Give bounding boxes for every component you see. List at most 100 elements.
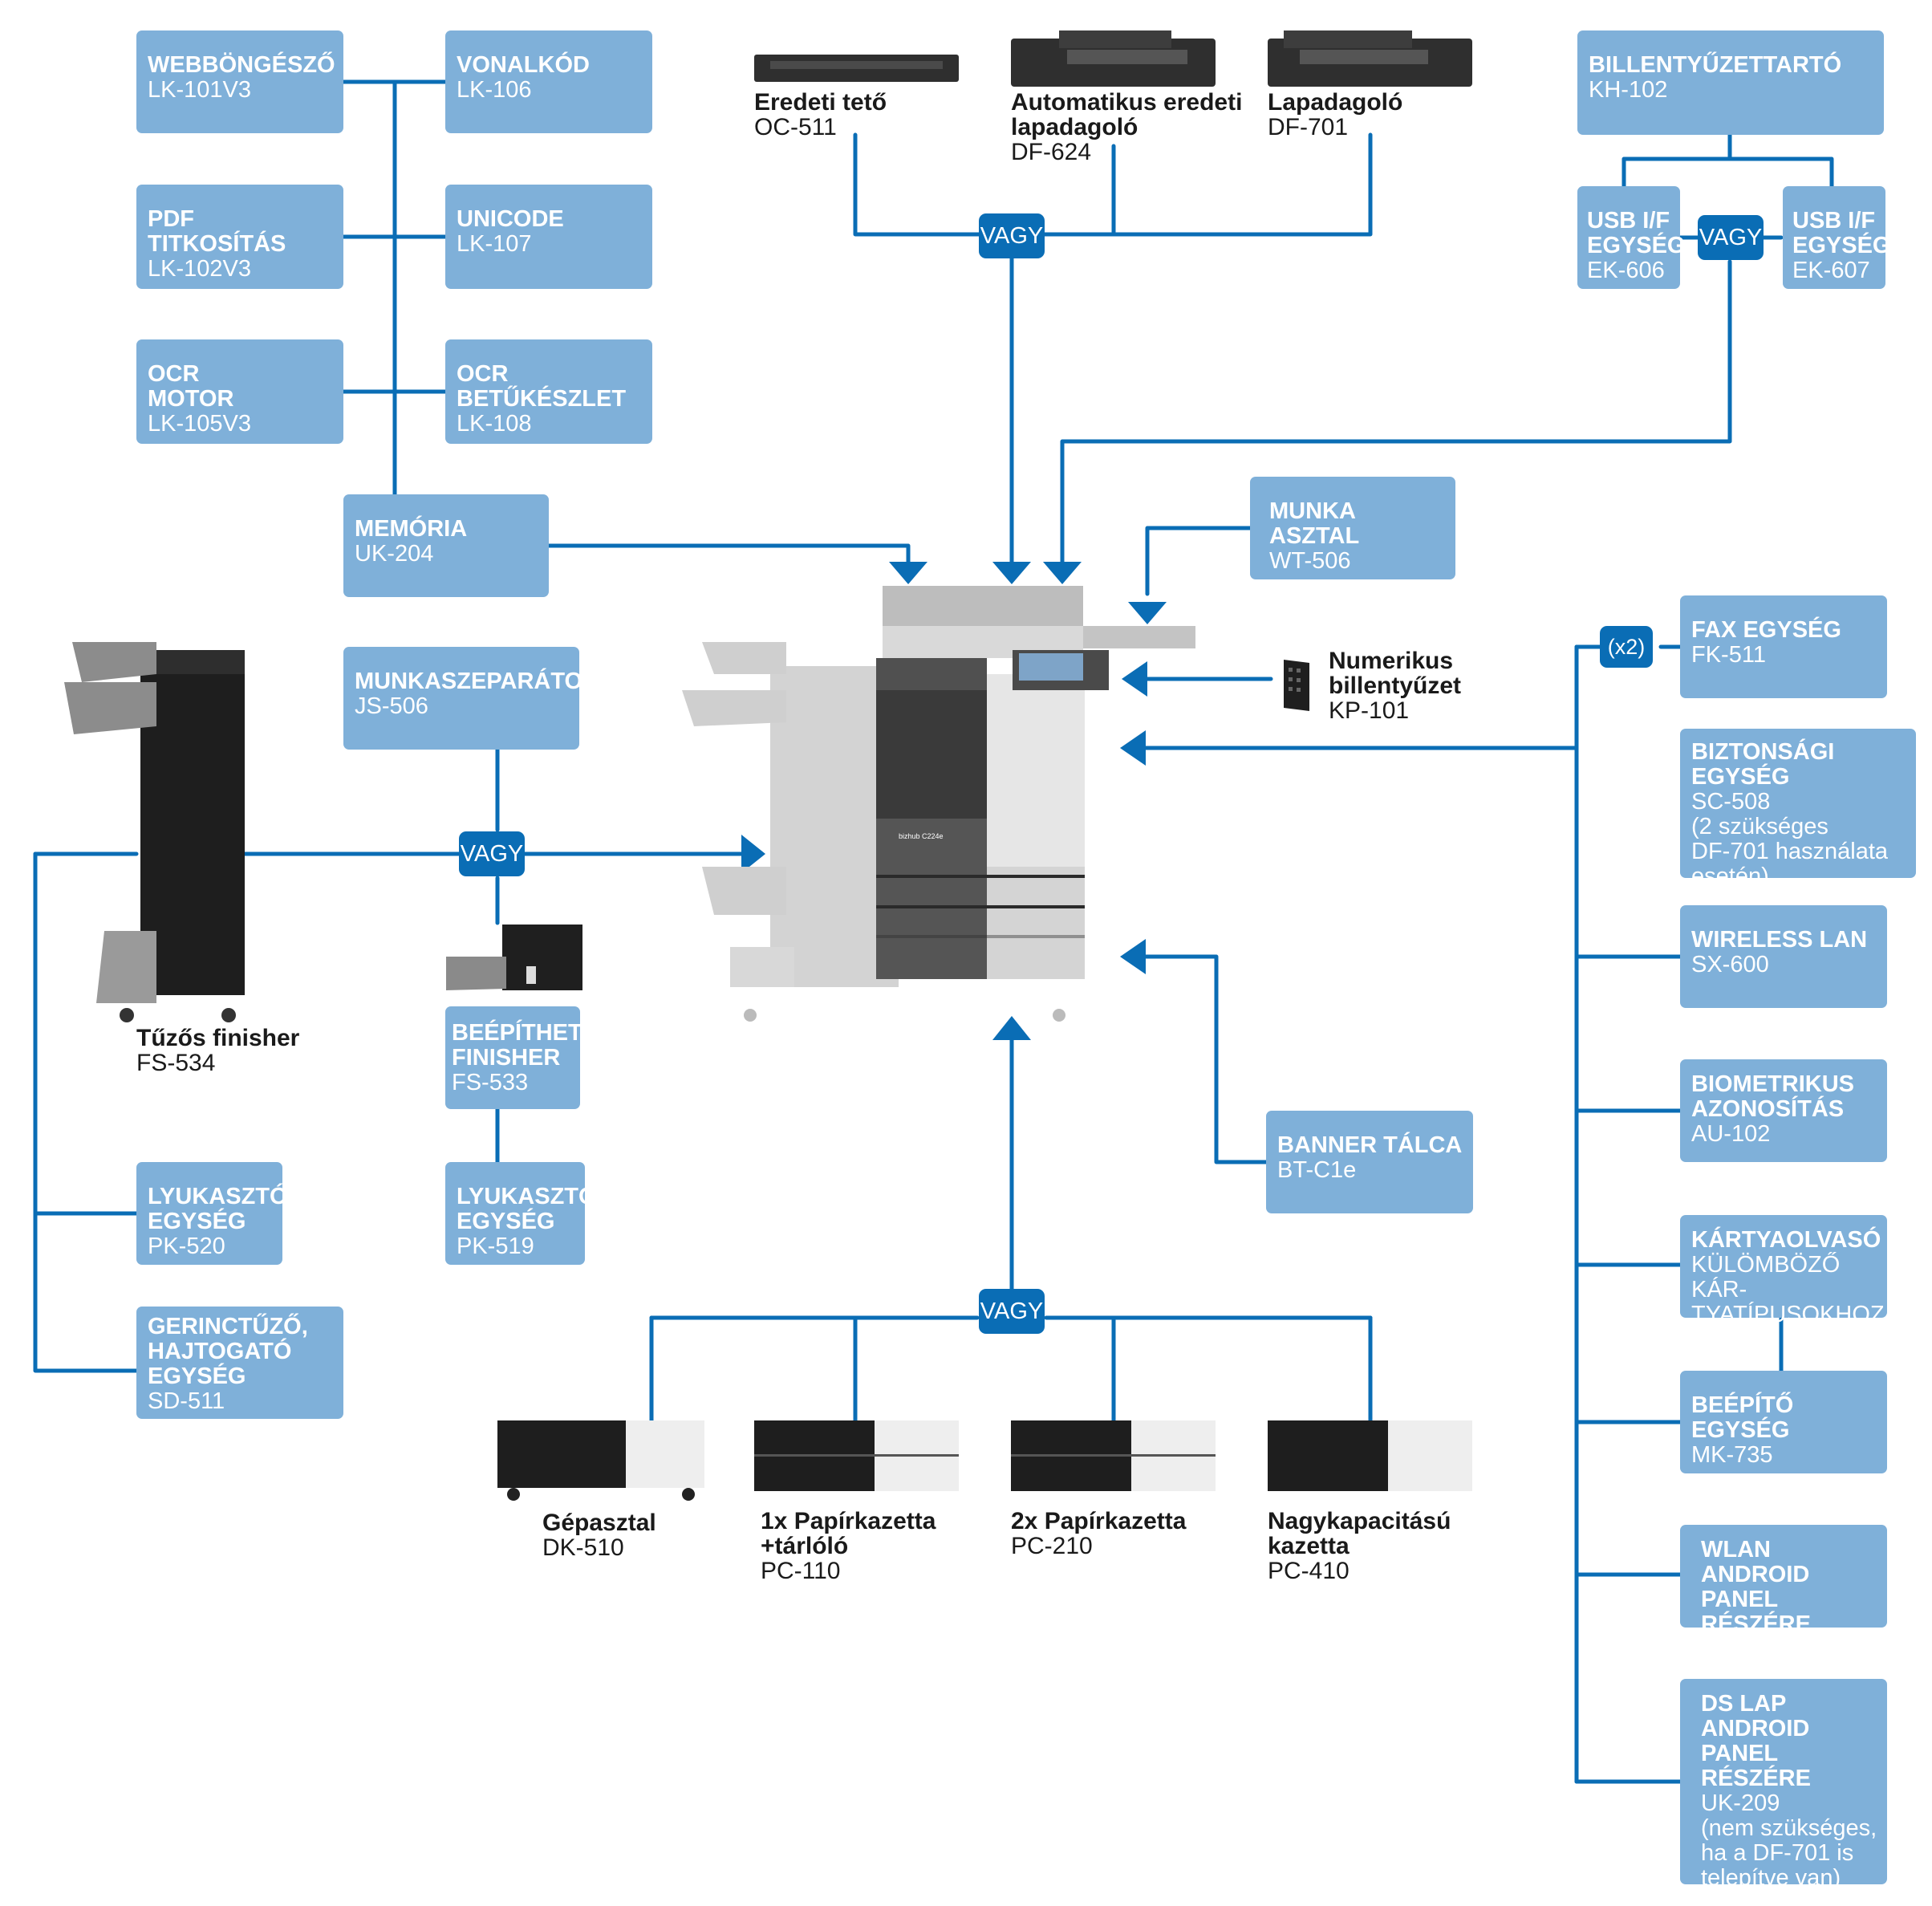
option-title: DS LAP ANDROID PANEL RÉSZÉRE	[1701, 1691, 1811, 1791]
arrow-memory	[889, 562, 927, 584]
label-original-cover: Eredeti tető OC-511	[754, 90, 887, 140]
option-code: FS-533	[452, 1070, 529, 1095]
label-title: Nagykapacitású kazetta	[1268, 1508, 1451, 1559]
label-title: Numerikus billentyűzet	[1329, 648, 1462, 699]
option-title: BEÉPÍTŐ EGYSÉG	[1691, 1392, 1794, 1443]
original-cover-image	[754, 55, 959, 82]
label-code: PC-110	[761, 1558, 841, 1584]
option-title: BANNER TÁLCA	[1277, 1132, 1463, 1158]
cassette-pc410-image	[1268, 1420, 1472, 1491]
option-wlan-android: WLAN ANDROID PANEL RÉSZÉRE UK-208	[1680, 1525, 1887, 1662]
arrow-right-options	[1120, 730, 1146, 766]
option-ocr-font: OCR BETŰKÉSZLET LK-108	[445, 339, 652, 444]
option-code: LK-105V3	[148, 411, 251, 437]
option-code: LK-106	[457, 77, 532, 103]
label-title: Tűzős finisher	[136, 1025, 300, 1051]
inner-finisher-fs533-image	[446, 925, 582, 990]
option-barcode: VONALKÓD LK-106	[445, 30, 652, 133]
option-code: UK-208	[1701, 1636, 1780, 1662]
option-code: LK-108	[457, 411, 532, 437]
line-banner	[1135, 954, 1268, 1164]
option-code: KÜLÖMBÖZŐ KÁR- TYATÍPUSOKHOZ	[1691, 1252, 1885, 1327]
option-code: LK-107	[457, 231, 532, 257]
option-code: WT-506	[1269, 548, 1351, 574]
label-title: Gépasztal	[542, 1510, 656, 1536]
or-badge-finisher: VAGY	[459, 831, 525, 876]
cassette-pc210-image	[1011, 1420, 1216, 1491]
or-badge-usb: VAGY	[1698, 215, 1764, 260]
option-code: UK-204	[355, 541, 434, 567]
label-code: DK-510	[542, 1534, 624, 1561]
option-title: BIOMETRIKUS AZONOSÍTÁS	[1691, 1071, 1854, 1122]
option-code: EK-606	[1587, 258, 1665, 283]
option-biometric: BIOMETRIKUS AZONOSÍTÁS AU-102	[1680, 1059, 1887, 1162]
label-staple-finisher: Tűzős finisher FS-534	[136, 1026, 299, 1075]
arrow-kp101	[1122, 661, 1147, 697]
label-code: KP-101	[1329, 697, 1410, 724]
option-fax: FAX EGYSÉG FK-511	[1680, 595, 1887, 698]
x2-badge-fax: (x2)	[1600, 626, 1653, 668]
option-code: BT-C1e	[1277, 1157, 1357, 1183]
option-ds-lap: DS LAP ANDROID PANEL RÉSZÉRE UK-209 (nem…	[1680, 1679, 1887, 1891]
option-title: WLAN ANDROID PANEL RÉSZÉRE	[1701, 1537, 1811, 1637]
option-title: WIRELESS LAN	[1691, 927, 1868, 953]
option-mount-kit: BEÉPÍTŐ EGYSÉG MK-735	[1680, 1371, 1887, 1473]
option-code: AU-102	[1691, 1121, 1771, 1147]
option-ocr-engine: OCR MOTOR LK-105V3	[136, 339, 343, 444]
option-inner-finisher: BEÉPÍTHETŐ FINISHER FS-533	[445, 1006, 601, 1109]
main-mfp-image: bizhub C224e	[682, 586, 1195, 1022]
arrow-usb	[1043, 562, 1082, 584]
option-memory: MEMÓRIA UK-204	[343, 494, 549, 597]
label-title: 1x Papírkazetta +tárlóló	[761, 1508, 936, 1559]
option-title: LYUKASZTÓ EGYSÉG	[148, 1184, 288, 1234]
label-code: FS-534	[136, 1050, 216, 1076]
label-title: Eredeti tető	[754, 89, 887, 116]
option-title: USB I/F EGYSÉG	[1587, 208, 1686, 258]
option-punch-pk519: LYUKASZTÓ EGYSÉG PK-519	[445, 1162, 597, 1265]
option-code: SC-508	[1691, 789, 1771, 815]
option-code: JS-506	[355, 693, 428, 719]
label-code: OC-511	[754, 114, 837, 140]
option-code: LK-102V3	[148, 256, 251, 282]
label-title: Lapadagoló	[1268, 89, 1403, 116]
option-job-separator: MUNKASZEPARÁTOR JS-506	[343, 647, 600, 750]
label-numeric-keypad: Numerikus billentyűzet KP-101	[1329, 648, 1461, 723]
option-title: BILLENTYŰZETTARTÓ	[1589, 52, 1842, 78]
option-title: MUNKA ASZTAL	[1269, 498, 1360, 549]
main-device-label: bizhub C224e	[899, 832, 944, 840]
cassette-pc110-image	[754, 1420, 959, 1491]
option-usb-ek606: USB I/F EGYSÉG EK-606	[1577, 186, 1686, 289]
or-badge-bottom: VAGY	[979, 1289, 1045, 1334]
arrow-wt506	[1128, 602, 1167, 624]
option-note: (nem szükséges, ha a DF-701 is telepítve…	[1701, 1815, 1877, 1891]
label-adf: Automatikus eredeti lapadagoló DF-624	[1011, 90, 1242, 165]
option-title: MUNKASZEPARÁTOR	[355, 669, 600, 694]
adf-df624-image	[1011, 30, 1216, 87]
feeder-df701-image	[1268, 30, 1472, 87]
option-title: FAX EGYSÉG	[1691, 617, 1841, 643]
line-df701	[1111, 132, 1373, 237]
option-title: BEÉPÍTHETŐ FINISHER	[452, 1020, 601, 1071]
option-code: KH-102	[1589, 77, 1668, 103]
label-code: DF-701	[1268, 114, 1349, 140]
line-kh102-branch	[1622, 156, 1834, 189]
or-badge-top: VAGY	[979, 213, 1045, 258]
staple-finisher-fs534-image	[64, 642, 245, 1022]
option-title: OCR BETŰKÉSZLET	[457, 361, 627, 412]
option-card-reader: KÁRTYAOLVASÓ KÜLÖMBÖZŐ KÁR- TYATÍPUSOKHO…	[1680, 1215, 1887, 1327]
option-code: PK-519	[457, 1233, 534, 1259]
keypad-kp101-image	[1284, 660, 1309, 711]
option-title: KÁRTYAOLVASÓ	[1691, 1227, 1881, 1253]
option-code: UK-209	[1701, 1790, 1780, 1816]
label-code: DF-624	[1011, 139, 1092, 165]
option-work-table: MUNKA ASZTAL WT-506	[1250, 477, 1455, 579]
option-title: MEMÓRIA	[355, 516, 468, 542]
option-title: VONALKÓD	[457, 52, 590, 78]
option-title: USB I/F EGYSÉG	[1792, 208, 1891, 258]
option-wireless-lan: WIRELESS LAN SX-600	[1680, 905, 1887, 1008]
label-pc210: 2x Papírkazetta PC-210	[1011, 1509, 1186, 1559]
option-saddle-stitch: GERINCTŰZŐ, HAJTOGATÓ EGYSÉG SD-511	[136, 1307, 343, 1419]
label-code: PC-210	[1011, 1533, 1093, 1559]
option-title: PDF TITKOSÍTÁS	[148, 206, 286, 257]
label-title: 2x Papírkazetta	[1011, 1508, 1187, 1534]
